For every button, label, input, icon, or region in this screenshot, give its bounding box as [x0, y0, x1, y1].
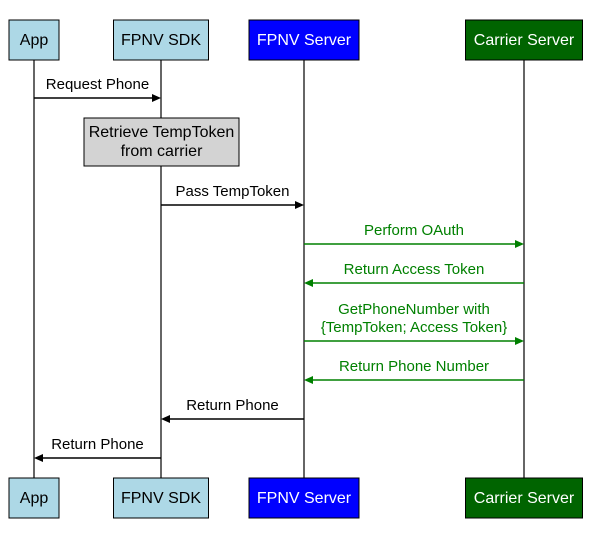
participant-app-top: App — [8, 19, 60, 61]
arrowhead-icon — [34, 454, 43, 462]
message-label: {TempToken; Access Token} — [321, 319, 508, 336]
arrowhead-icon — [515, 240, 524, 248]
arrowhead-icon — [161, 415, 170, 423]
message-label: Return Phone — [51, 436, 144, 453]
message-label: Return Access Token — [344, 261, 485, 278]
message-server-to-sdk: Return Phone — [161, 397, 304, 423]
arrowhead-icon — [304, 279, 313, 287]
participant-box — [248, 19, 360, 61]
participant-sdk-top: FPNV SDK — [113, 19, 209, 61]
message-label: Return Phone — [186, 397, 279, 414]
participant-carrier-bottom: Carrier Server — [465, 477, 583, 519]
note-text: from carrier — [121, 143, 203, 160]
participant-label: FPNV SDK — [121, 490, 201, 507]
participant-box — [113, 477, 209, 519]
message-label: GetPhoneNumber with — [338, 301, 490, 318]
participant-label: Carrier Server — [474, 32, 575, 49]
message-label: Request Phone — [46, 76, 149, 93]
arrowhead-icon — [304, 376, 313, 384]
participant-label: FPNV SDK — [121, 32, 201, 49]
participant-label: App — [20, 490, 49, 507]
message-label: Pass TempToken — [176, 183, 290, 200]
participant-box — [113, 19, 209, 61]
participant-label: FPNV Server — [257, 32, 352, 49]
arrowhead-icon — [295, 201, 304, 209]
message-label: Perform OAuth — [364, 222, 464, 239]
message-sdk-to-server: Pass TempToken — [161, 183, 304, 209]
message-server-to-carrier: Perform OAuth — [304, 222, 524, 248]
participant-box — [8, 477, 60, 519]
message-sdk-to-app: Return Phone — [34, 436, 161, 462]
arrowhead-icon — [152, 94, 161, 102]
note-box — [83, 117, 240, 167]
message-server-to-carrier: GetPhoneNumber with{TempToken; Access To… — [304, 301, 524, 345]
participant-carrier-top: Carrier Server — [465, 19, 583, 61]
message-carrier-to-server: Return Access Token — [304, 261, 524, 287]
participant-sdk-bottom: FPNV SDK — [113, 477, 209, 519]
message-app-to-sdk: Request Phone — [34, 76, 161, 102]
note: Retrieve TempToken from carrier — [83, 117, 240, 167]
participants-top: App FPNV SDK FPNV Server Carrier Server — [8, 19, 583, 61]
participant-label: FPNV Server — [257, 490, 352, 507]
participant-app-bottom: App — [8, 477, 60, 519]
participant-box — [248, 477, 360, 519]
participant-server-bottom: FPNV Server — [248, 477, 360, 519]
participants-bottom: App FPNV SDK FPNV Server Carrier Server — [8, 477, 583, 519]
message-carrier-to-server: Return Phone Number — [304, 358, 524, 384]
arrowhead-icon — [515, 337, 524, 345]
participant-label: Carrier Server — [474, 490, 575, 507]
participant-server-top: FPNV Server — [248, 19, 360, 61]
participant-box — [465, 477, 583, 519]
note-text: Retrieve TempToken — [89, 124, 235, 141]
participant-box — [8, 19, 60, 61]
message-label: Return Phone Number — [339, 358, 489, 375]
participant-label: App — [20, 32, 49, 49]
participant-box — [465, 19, 583, 61]
